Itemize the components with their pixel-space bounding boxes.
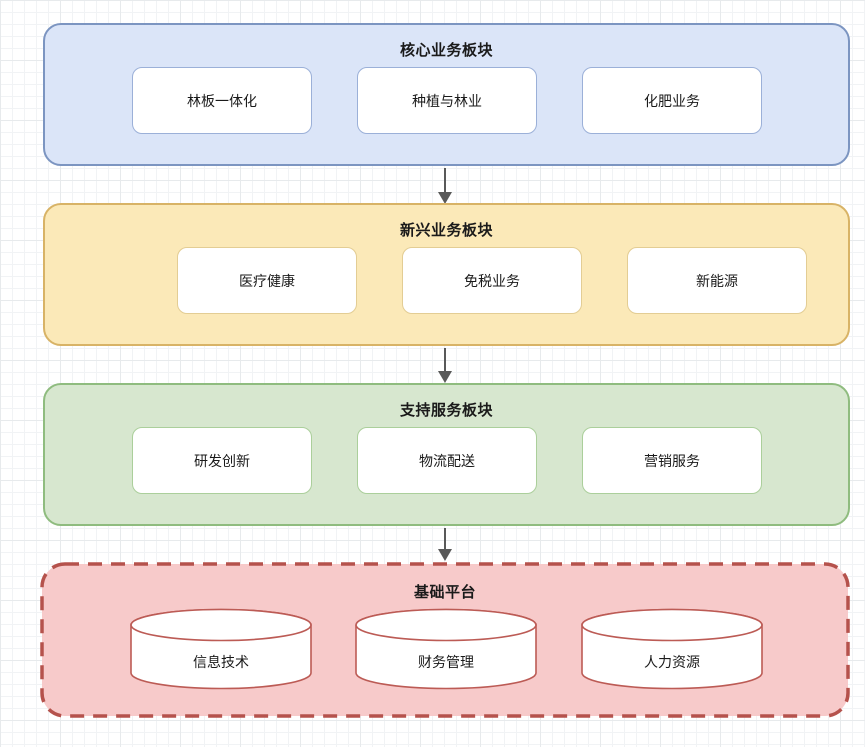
database-cylinder-icon	[130, 608, 312, 690]
node-forestry-board[interactable]: 林板一体化	[132, 67, 312, 134]
section-core-business[interactable]: 核心业务板块 林板一体化 种植与林业 化肥业务	[43, 23, 850, 166]
node-logistics[interactable]: 物流配送	[357, 427, 537, 494]
arrow-support-to-foundation[interactable]	[438, 528, 452, 561]
node-label: 医疗健康	[239, 272, 295, 289]
node-label: 种植与林业	[412, 92, 482, 109]
section-foundation-title: 基础平台	[413, 584, 476, 601]
node-label: 化肥业务	[644, 92, 700, 109]
node-healthcare[interactable]: 医疗健康	[177, 247, 357, 314]
database-cylinder-icon	[581, 608, 763, 690]
database-cylinder-icon	[355, 608, 537, 690]
node-label: 研发创新	[194, 452, 250, 469]
node-label: 人力资源	[644, 654, 700, 670]
arrow-line	[443, 168, 447, 194]
arrow-core-to-emerging[interactable]	[438, 168, 452, 204]
node-it-cylinder[interactable]: 信息技术	[130, 608, 312, 690]
node-label: 营销服务	[644, 452, 700, 469]
node-label: 信息技术	[193, 654, 249, 670]
node-label: 林板一体化	[187, 92, 257, 109]
section-emerging-business[interactable]: 新兴业务板块 医疗健康 免税业务 新能源	[43, 203, 850, 346]
node-finance-cylinder[interactable]: 财务管理	[355, 608, 537, 690]
node-duty-free[interactable]: 免税业务	[402, 247, 582, 314]
node-planting-forestry[interactable]: 种植与林业	[357, 67, 537, 134]
section-support-title: 支持服务板块	[399, 402, 493, 419]
arrow-head-icon	[438, 192, 452, 204]
section-foundation-platform[interactable]: 基础平台 信息技术 财务管理 人力资源	[40, 562, 850, 718]
arrow-head-icon	[438, 549, 452, 561]
node-hr-cylinder[interactable]: 人力资源	[581, 608, 763, 690]
arrow-line	[443, 348, 447, 373]
node-new-energy[interactable]: 新能源	[627, 247, 807, 314]
section-core-title: 核心业务板块	[399, 42, 493, 59]
node-label: 财务管理	[418, 654, 474, 670]
section-emerging-title: 新兴业务板块	[399, 222, 493, 239]
node-fertilizer[interactable]: 化肥业务	[582, 67, 762, 134]
arrow-line	[443, 528, 447, 551]
section-support-services[interactable]: 支持服务板块 研发创新 物流配送 营销服务	[43, 383, 850, 526]
node-label: 物流配送	[419, 452, 475, 469]
node-label: 新能源	[696, 272, 738, 289]
node-label: 免税业务	[464, 272, 520, 289]
arrow-head-icon	[438, 371, 452, 383]
arrow-emerging-to-support[interactable]	[438, 348, 452, 383]
node-rd-innovation[interactable]: 研发创新	[132, 427, 312, 494]
node-marketing[interactable]: 营销服务	[582, 427, 762, 494]
